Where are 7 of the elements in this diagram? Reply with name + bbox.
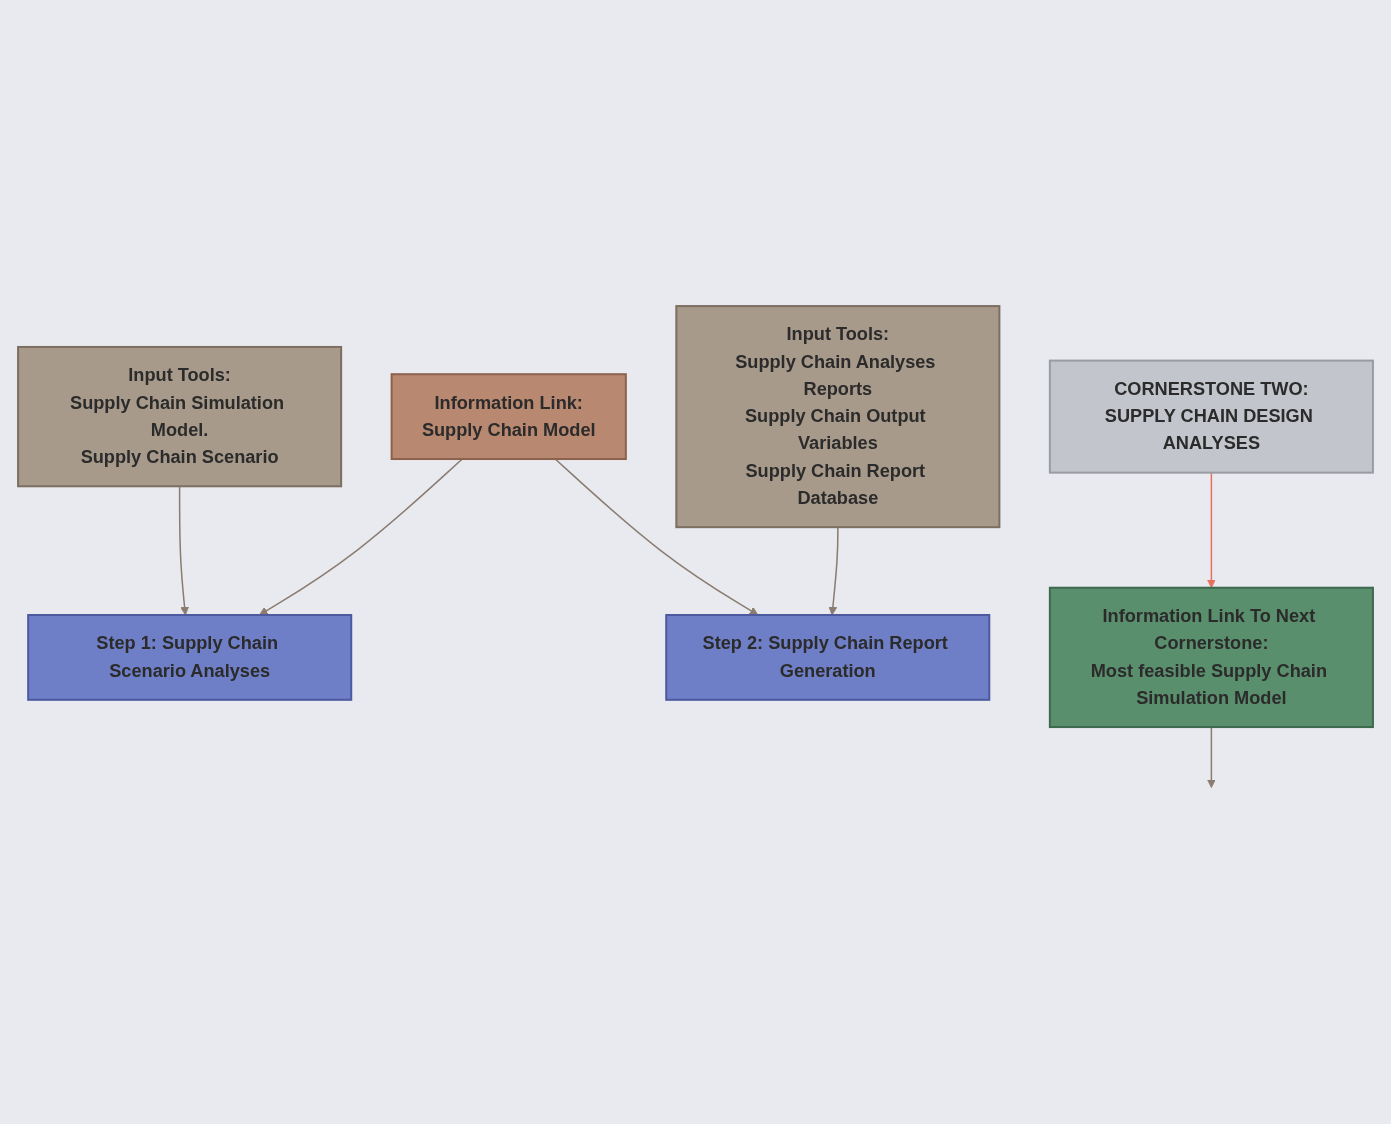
node-box: Step 1: Supply Chain Scenario Analyses	[27, 614, 353, 701]
node-box: CORNERSTONE TWO: SUPPLY CHAIN DESIGN ANALYSES	[1048, 359, 1374, 474]
node-box: Input Tools: Supply Chain Simulation Model. Supply Chain Scenario	[17, 345, 343, 488]
node-box: Step 2: Supply Chain Report Generation	[665, 614, 991, 701]
node-box: Information Link: Supply Chain Model	[390, 373, 627, 461]
node-box: Input Tools: Supply Chain Analyses Reports Supply Chain Output Variables Supply Chain Report Database	[675, 305, 1001, 529]
node-box: Information Link To Next Cornerstone: Most feasible Supply Chain Simulation Model	[1048, 586, 1374, 729]
